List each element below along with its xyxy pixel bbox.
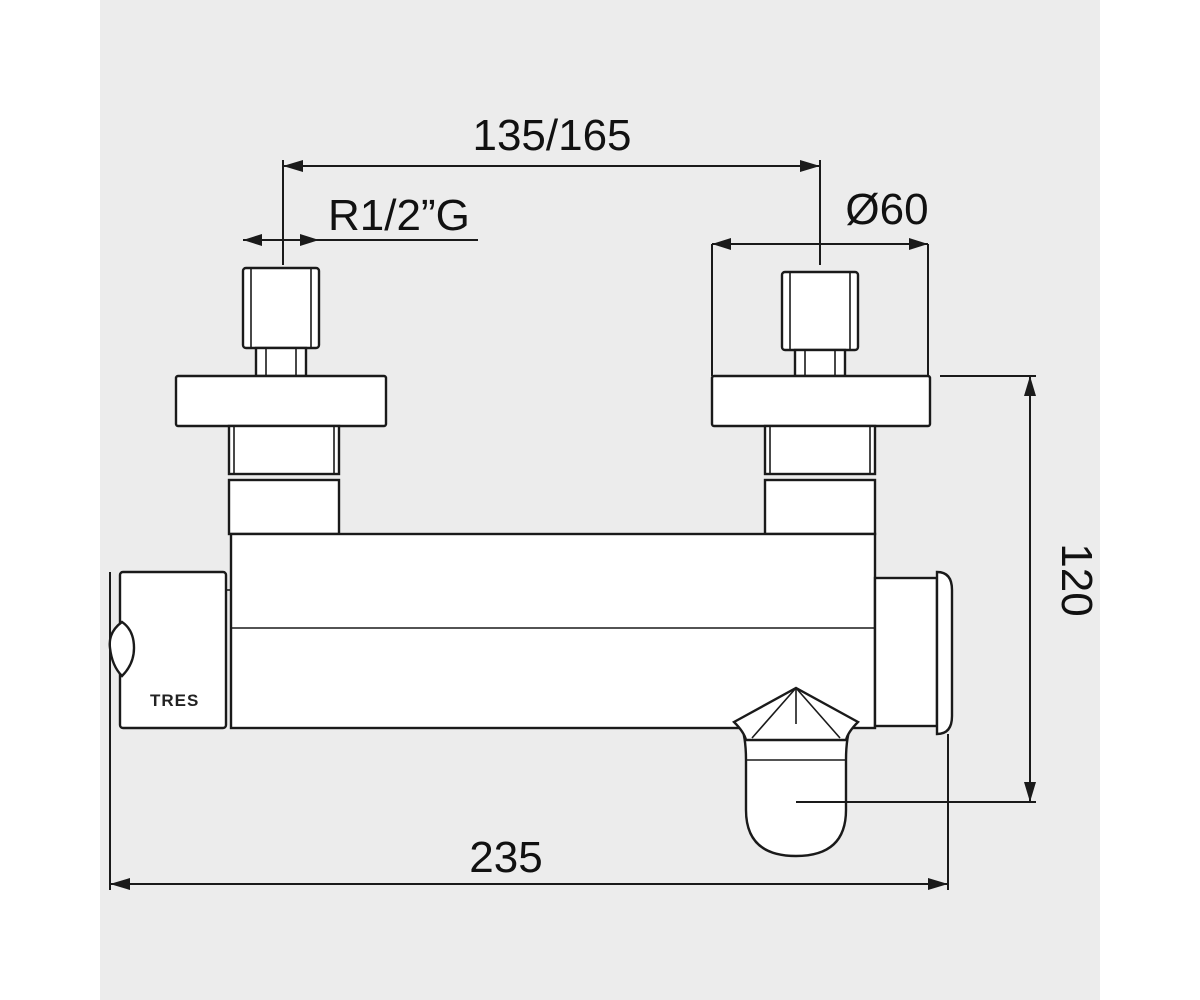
right-inlet-stem [793,348,847,378]
right-inlet-body [763,424,877,476]
right-outlet [873,570,954,736]
left-inlet-ring [227,478,341,536]
dimension-flange: Ø60 [711,185,929,376]
left-flange [174,374,388,428]
dimension-thread: R1/2”G [243,191,478,246]
left-inlet [174,266,388,536]
spout-facet [751,687,797,739]
left-inlet-nut [241,266,321,350]
right-inlet-nut [780,270,860,352]
arrow-right-icon [300,234,319,246]
dimension-width: 235 [109,572,949,890]
valve-body-shell [229,532,877,730]
arrow-down-icon [1024,782,1036,802]
width-label: 235 [469,833,542,882]
center-distance-label: 135/165 [472,111,631,160]
arrow-left-icon [243,234,262,246]
arrow-left-icon [283,160,303,172]
arrow-right-icon [928,878,948,890]
shower-outlet [732,686,860,858]
outlet-collar [873,576,939,728]
arrow-right-icon [909,238,928,250]
spout-body [738,720,854,858]
arrow-up-icon [1024,376,1036,396]
right-inlet-ring [763,478,877,536]
right-flange [710,374,932,428]
dimension-height: 120 [796,375,1101,803]
dimension-center-distance: 135/165 [282,111,821,265]
height-label: 120 [1052,543,1101,616]
spout-facet-2 [795,687,841,739]
brand-logo: TRES [150,691,199,710]
outlet-cap [935,570,954,736]
right-inlet [710,270,932,536]
thermostat-knob: TRES [108,570,231,730]
arrow-right-icon [800,160,820,172]
arrow-left-icon [110,878,130,890]
arrow-left-icon [712,238,731,250]
left-inlet-body [227,424,341,476]
thread-label: R1/2”G [328,191,470,240]
valve-body [229,532,877,730]
left-inlet-stem [254,346,308,378]
flange-diameter-label: Ø60 [845,185,928,234]
